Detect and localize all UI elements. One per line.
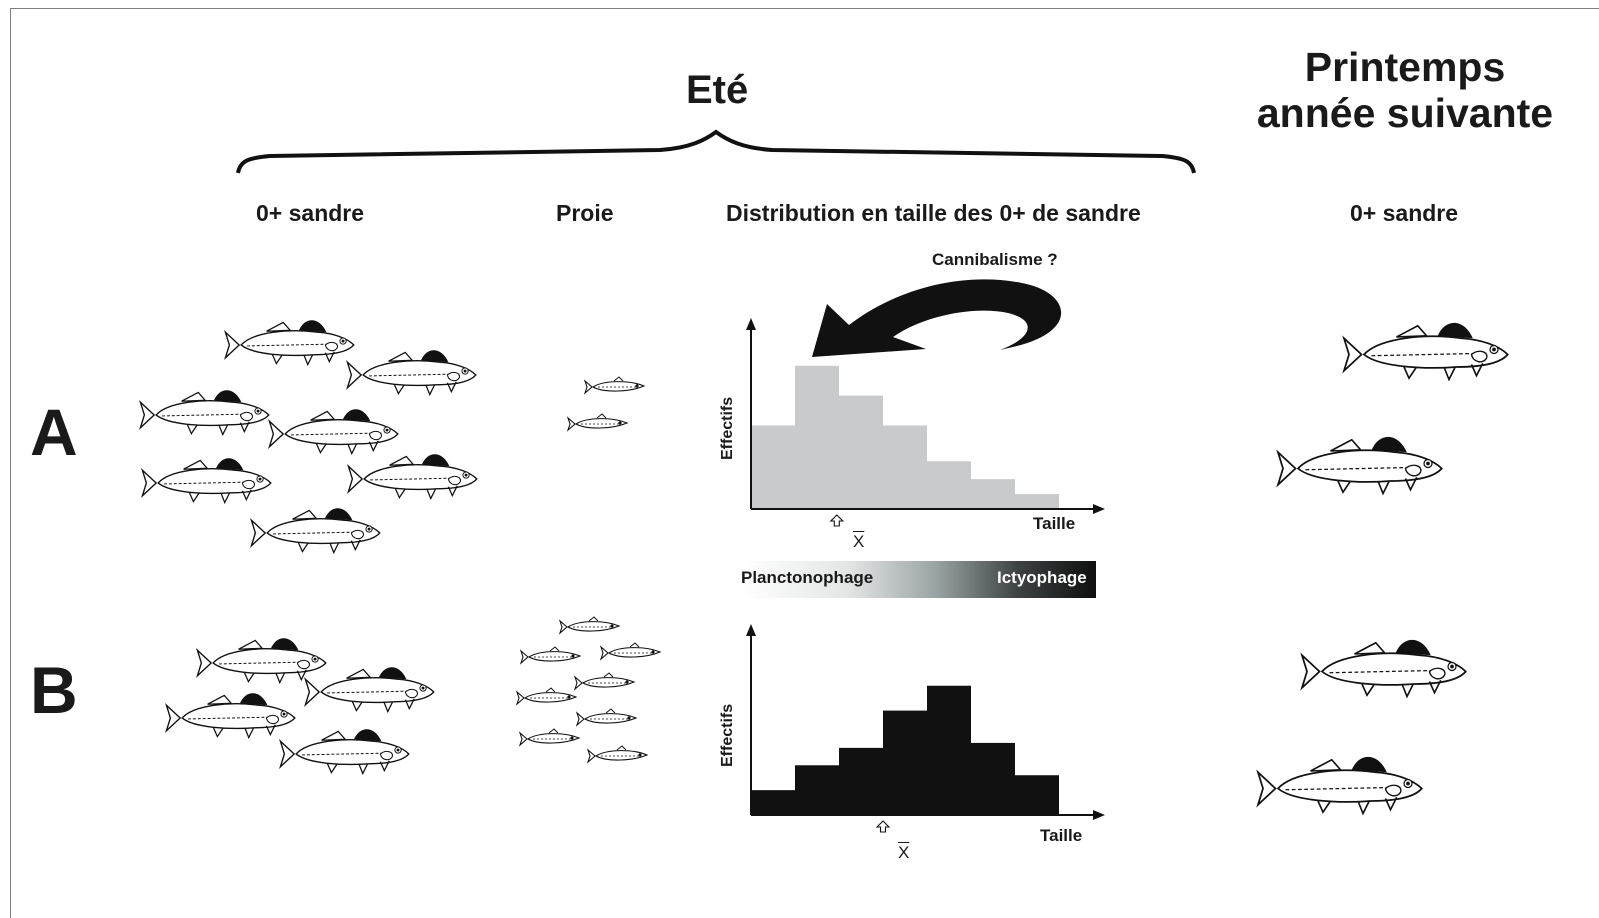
histogram-bar — [927, 461, 971, 509]
column-header-sandre-next-year: 0+ sandre — [1350, 200, 1459, 226]
histogram-bar — [971, 742, 1015, 815]
histogram-b — [746, 624, 1105, 833]
proie-fish-group-a — [567, 376, 645, 431]
row-label-a: A — [30, 395, 78, 469]
mean-label-b: X — [898, 843, 910, 862]
column-header-distribution: Distribution en taille des 0+ de sandre — [726, 200, 1141, 226]
y-axis-arrowhead — [746, 318, 756, 330]
figure-border — [10, 8, 1599, 918]
x-axis-arrowhead — [1093, 810, 1105, 820]
histogram-bar — [795, 365, 839, 509]
diet-label-ictyophage: Ictyophage — [997, 568, 1087, 587]
column-header-sandre: 0+ sandre — [256, 200, 365, 226]
histogram-bar — [971, 479, 1015, 509]
histogram-bar — [883, 425, 927, 509]
y-axis-label-a: Effectifs — [719, 396, 736, 460]
histogram-bar — [839, 395, 883, 509]
x-axis-label-a: Taille — [1033, 514, 1076, 533]
cannibalism-label: Cannibalisme ? — [932, 250, 1058, 269]
mean-arrow-icon — [829, 514, 845, 527]
histogram-bar — [1015, 775, 1059, 815]
diet-label-planctonophage: Planctonophage — [741, 568, 874, 587]
histogram-bar — [927, 685, 971, 815]
histogram-bar — [751, 425, 795, 509]
histogram-a — [746, 318, 1105, 527]
sandre-fish-group-b — [165, 637, 435, 775]
column-header-proie: Proie — [556, 200, 614, 226]
spring-title: Printemps année suivante — [1256, 44, 1554, 136]
histogram-bar — [795, 765, 839, 815]
histogram-bar — [839, 747, 883, 815]
cannibalism-arrow — [812, 279, 1062, 357]
histogram-bar — [751, 790, 795, 815]
y-axis-label-b: Effectifs — [719, 703, 736, 767]
y-axis-arrowhead — [746, 624, 756, 636]
x-axis-label-b: Taille — [1040, 826, 1083, 845]
sandre-spring-fish-group-a — [1277, 322, 1509, 495]
summer-brace — [236, 129, 1196, 174]
mean-arrow-icon — [875, 820, 891, 833]
sandre-fish-group-a — [139, 319, 478, 554]
summer-title: Eté — [686, 68, 749, 112]
histogram-bar — [883, 710, 927, 815]
row-label-b: B — [30, 653, 78, 727]
histogram-bar — [1015, 494, 1059, 509]
sandre-spring-fish-group-b — [1257, 639, 1467, 815]
mean-label-a: X — [853, 532, 865, 551]
x-axis-arrowhead — [1093, 504, 1105, 514]
proie-fish-group-b — [516, 616, 661, 763]
diet-gradient-bar — [741, 561, 1096, 598]
